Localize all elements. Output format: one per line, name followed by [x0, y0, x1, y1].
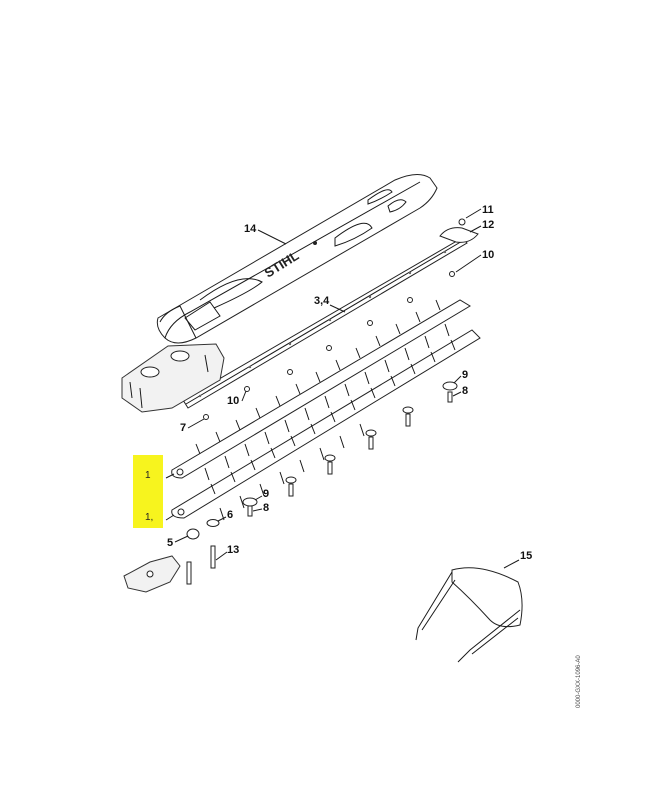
callout-14[interactable]: 14: [244, 223, 257, 235]
callout-9-left[interactable]: 9: [263, 488, 270, 500]
cutting-blades-icon: [171, 299, 481, 521]
guard-bar-icon: [182, 237, 468, 409]
safety-glasses-icon: [415, 567, 523, 663]
callout-6[interactable]: 6: [227, 509, 234, 521]
highlight-item-1: [133, 455, 163, 528]
blade-guard-icon: STIHL: [156, 174, 438, 344]
callout-5[interactable]: 5: [167, 537, 174, 549]
drawing-code: 0000-GXX-1096-A0: [576, 655, 582, 708]
callout-10-left[interactable]: 10: [227, 395, 240, 407]
callout-7[interactable]: 7: [180, 422, 187, 434]
highlight-label-1[interactable]: 1: [145, 470, 151, 481]
callout-9-right[interactable]: 9: [462, 369, 469, 381]
callout-8-left[interactable]: 8: [263, 502, 270, 514]
callout-15[interactable]: 15: [520, 550, 533, 562]
callout-3-4[interactable]: 3,4: [314, 295, 330, 307]
washers-screws-icon: [186, 297, 458, 585]
leader-lines: [165, 208, 520, 569]
highlight-label-1-alt[interactable]: 1,: [145, 512, 154, 523]
callout-8-right[interactable]: 8: [462, 385, 469, 397]
callout-11[interactable]: 11: [482, 204, 494, 216]
callout-10-top[interactable]: 10: [482, 249, 495, 261]
clamp-plate-icon: [439, 218, 479, 277]
callout-12[interactable]: 12: [482, 219, 495, 231]
bottom-plate-icon: [123, 555, 181, 593]
callout-13[interactable]: 13: [227, 544, 240, 556]
gear-housing-icon: [121, 343, 225, 413]
